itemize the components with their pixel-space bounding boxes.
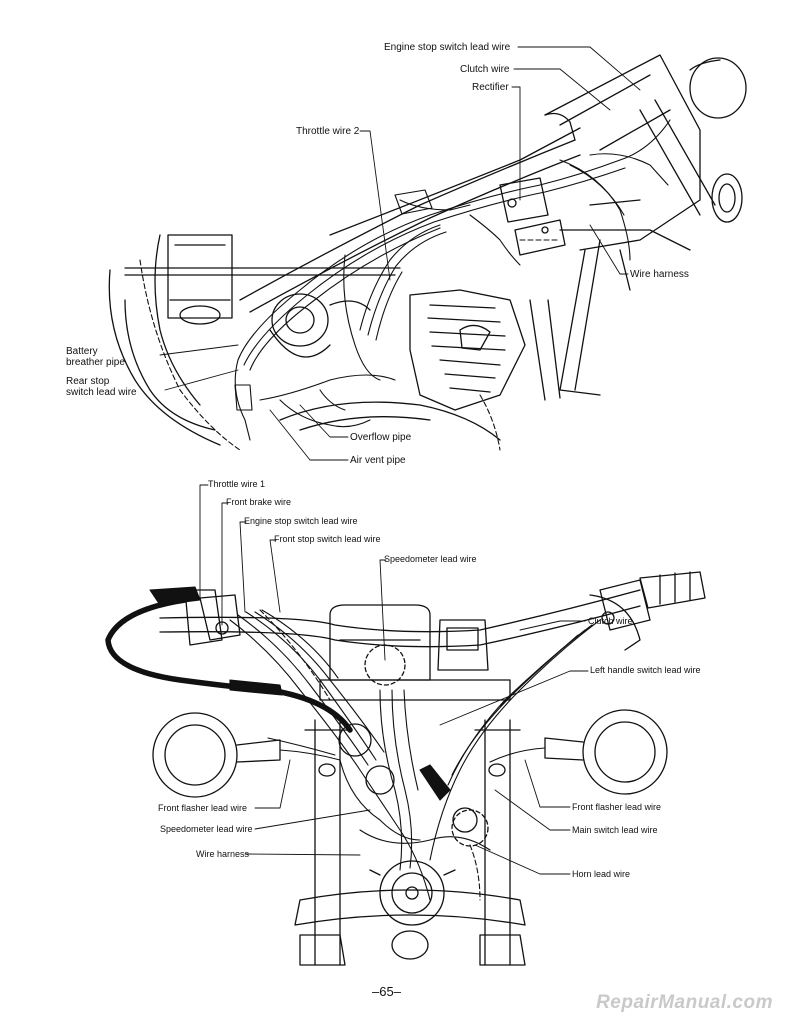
bottom-wire-bundles	[105, 586, 601, 901]
top-frame-drawing	[108, 54, 747, 446]
label-left-handle-switch: Left handle switch lead wire	[590, 665, 701, 675]
page-number: –65–	[372, 984, 401, 999]
label-front-brake-wire: Front brake wire	[226, 497, 292, 507]
label-wire-harness-bottom: Wire harness	[196, 849, 250, 859]
label-air-vent-pipe: Air vent pipe	[350, 455, 406, 466]
label-engine-stop-switch-bottom: Engine stop switch lead wire	[244, 516, 358, 526]
label-main-switch: Main switch lead wire	[572, 825, 658, 835]
label-speedometer-lead-top: Speedometer lead wire	[384, 554, 477, 564]
top-wire-bundles	[139, 119, 671, 451]
label-throttle-wire-1: Throttle wire 1	[208, 479, 266, 489]
label-clutch-wire-bottom: Clutch wire	[588, 616, 633, 626]
label-throttle-wire-2: Throttle wire 2	[296, 126, 360, 137]
watermark: RepairManual.com	[596, 992, 773, 1013]
label-horn-lead-wire: Horn lead wire	[572, 869, 631, 879]
label-front-stop-switch: Front stop switch lead wire	[274, 534, 381, 544]
label-engine-stop-switch-top: Engine stop switch lead wire	[384, 42, 511, 53]
label-clutch-wire-top: Clutch wire	[460, 64, 510, 75]
bottom-leader-lines	[199, 484, 589, 875]
label-speedometer-lead-bottom: Speedometer lead wire	[160, 824, 253, 834]
label-overflow-pipe: Overflow pipe	[350, 432, 412, 443]
label-battery-breather-pipe: Battery breather pipe	[66, 346, 125, 368]
label-front-flasher-left: Front flasher lead wire	[158, 803, 248, 813]
label-wire-harness-top: Wire harness	[630, 269, 689, 280]
label-rear-stop-switch: Rear stop switch lead wire	[66, 376, 137, 398]
top-leader-lines	[159, 46, 641, 461]
label-rectifier: Rectifier	[472, 82, 509, 93]
label-front-flasher-right: Front flasher lead wire	[572, 802, 662, 812]
